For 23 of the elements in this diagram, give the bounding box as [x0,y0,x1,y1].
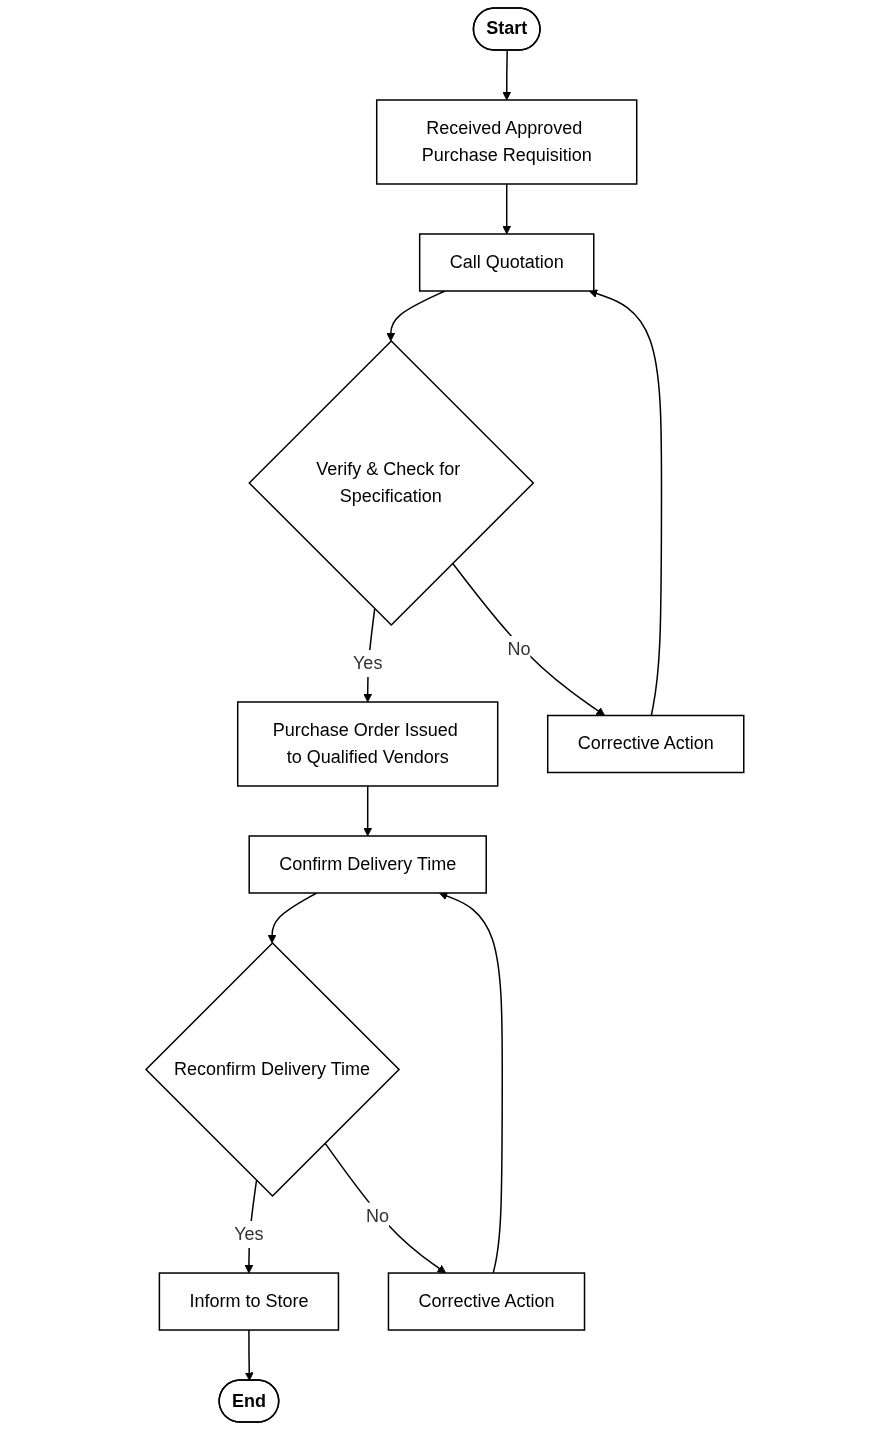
arrow [267,892,318,944]
arrow [451,562,606,716]
node-box: Corrective Action [547,714,745,774]
node-diamond: Reconfirm Delivery Time [145,941,401,1198]
node-box: Received Approved Purchase Requisition [376,99,638,185]
node-box: Corrective Action [387,1272,586,1331]
node-box: Inform to Store [158,1272,340,1331]
arrow [588,289,663,717]
arrow [439,891,504,1274]
edge-label: No [366,1205,390,1226]
arrow [324,1142,447,1274]
node-box: Purchase Order Issued to Qualified Vendors [237,701,499,787]
arrow [363,785,373,837]
edge-label: Yes [234,1224,264,1245]
node-box: Call Quotation [419,233,595,292]
edge-label: No [507,638,531,659]
arrow [245,1329,254,1381]
arrow [502,183,512,235]
arrow [502,49,512,101]
node-box: Confirm Delivery Time [248,835,488,894]
node-diamond: Verify & Check for Specification [248,339,535,627]
edge-label: Yes [353,652,383,673]
arrow [386,290,446,342]
